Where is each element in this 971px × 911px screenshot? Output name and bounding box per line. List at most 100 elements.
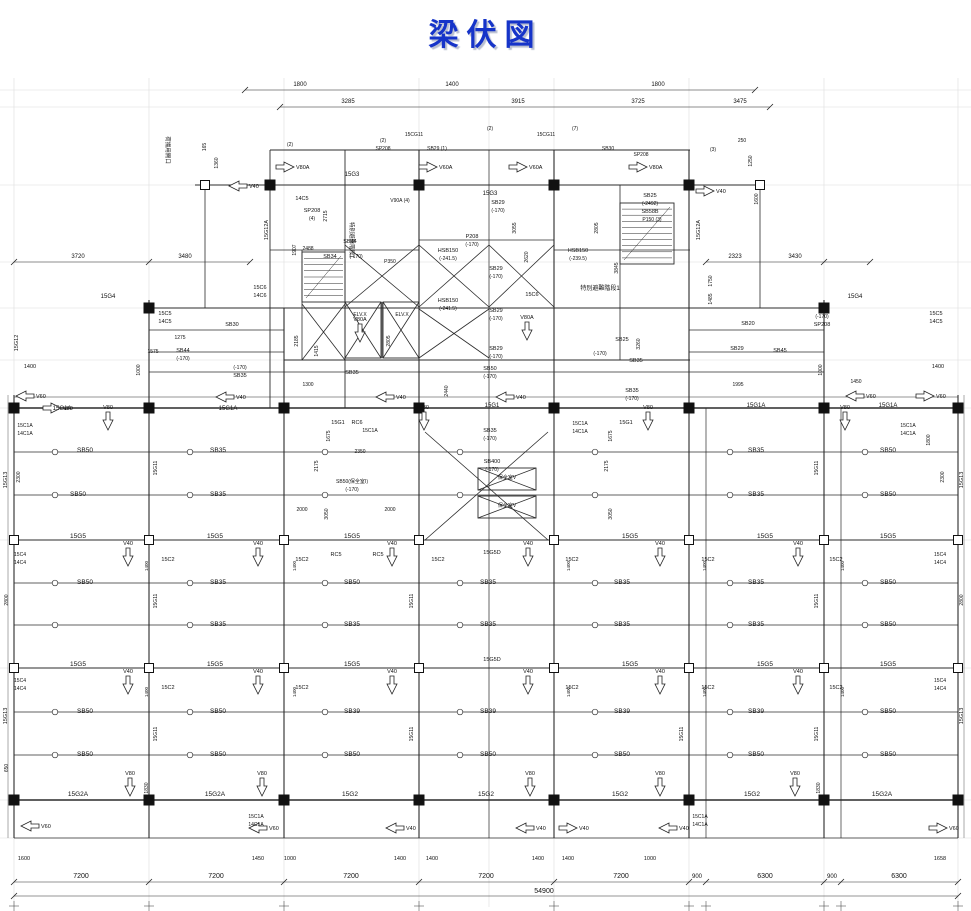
annotation-label: 7200 — [613, 873, 629, 880]
column-marker — [548, 179, 560, 191]
beam-joint-symbol — [51, 621, 59, 629]
annotation-label: 3050 — [608, 508, 614, 519]
annotation-label: 15C1A — [248, 814, 264, 820]
vent-arrow-label: V60 — [41, 824, 51, 830]
annotation-label: 15C1A — [692, 814, 708, 820]
beam-joint-symbol — [726, 621, 734, 629]
vent-arrow-icon — [839, 411, 851, 431]
annotation-label: 1400 — [702, 560, 707, 571]
vent-arrow-icon — [628, 161, 648, 173]
vent-arrow-icon — [122, 547, 134, 567]
annotation-label: SP208 — [304, 208, 321, 214]
annotation-label: 15G5 — [70, 661, 86, 668]
column-marker — [818, 794, 830, 806]
annotation-label: SB50 — [880, 579, 896, 586]
annotation-label: 3050 — [324, 508, 330, 519]
annotation-label: SB29 — [730, 346, 743, 352]
annotation-label: (-170) — [233, 365, 247, 371]
beam-joint-symbol — [186, 751, 194, 759]
annotation-label: 15G1 — [619, 420, 632, 426]
annotation-label: (2) — [487, 126, 493, 132]
annotation-label: SB50 — [880, 708, 896, 715]
annotation-label: 54900 — [534, 888, 554, 895]
annotation-label: 1400 — [24, 364, 36, 370]
annotation-label: 2323 — [728, 254, 742, 260]
annotation-label: SB29 (1) — [427, 146, 447, 152]
vent-arrow-icon — [418, 411, 430, 431]
annotation-label: 15C1A — [362, 428, 378, 434]
column-marker — [413, 794, 425, 806]
maintenance-room-outline — [477, 495, 537, 519]
annotation-label: 15G5 — [344, 661, 360, 668]
annotation-label: 15C1A — [17, 423, 33, 429]
annotation-label: 1575 — [147, 349, 158, 355]
annotation-label: SB34 — [323, 254, 336, 260]
beam-joint-symbol — [51, 448, 59, 456]
annotation-label: ELV.X — [395, 312, 409, 318]
annotation-label: 165 — [202, 143, 208, 152]
annotation-label: 1000 — [136, 364, 142, 375]
beam-joint-symbol — [456, 579, 464, 587]
annotation-label: SB50 — [77, 579, 93, 586]
beam-joint-symbol — [456, 751, 464, 759]
annotation-label: SB44 — [343, 239, 356, 245]
brace-line — [344, 244, 420, 308]
column-marker — [818, 402, 830, 414]
beam-joint-symbol — [456, 708, 464, 716]
beam-joint-symbol — [726, 491, 734, 499]
annotation-label: SB35 — [345, 370, 358, 376]
annotation-label: 1995 — [732, 382, 743, 388]
annotation-label: 3720 — [71, 254, 85, 260]
vent-arrow-label: V40 — [523, 669, 533, 675]
column-marker — [413, 402, 425, 414]
annotation-label: SB30 — [602, 146, 614, 152]
annotation-label: 15G1A — [879, 403, 898, 409]
dimension-tick — [702, 258, 710, 266]
annotation-label: 3285 — [341, 99, 355, 105]
beam-joint-symbol — [861, 708, 869, 716]
annotation-label: SB35 — [748, 621, 764, 628]
annotation-label: 2488 — [302, 246, 313, 252]
column-marker — [278, 402, 290, 414]
annotation-label: SB50 — [483, 366, 496, 372]
dimension-tick — [837, 878, 845, 886]
vent-arrow-icon — [20, 820, 40, 832]
vent-arrow-label: V80A — [649, 165, 663, 171]
annotation-label: SB50 — [614, 751, 630, 758]
vent-arrow-label: V60 — [269, 826, 279, 832]
annotation-label: SB50 — [880, 751, 896, 758]
dimension-tick — [702, 878, 710, 886]
vent-arrow-label: V60A — [529, 165, 543, 171]
annotation-label: 1000 — [284, 856, 296, 862]
annotation-label: SB35 — [625, 388, 638, 394]
column-marker-hollow — [144, 535, 154, 545]
annotation-label: 2805 — [594, 222, 600, 233]
vent-arrow-icon — [695, 185, 715, 197]
annotation-label: 1400 — [292, 686, 297, 697]
annotation-label: 15G2 — [342, 791, 358, 798]
annotation-label: 特別避難階段1 — [348, 222, 356, 258]
annotation-label: 2800 — [959, 594, 965, 605]
vent-arrow-icon — [386, 675, 398, 695]
annotation-label: SB35 — [748, 579, 764, 586]
annotation-label: SB50 — [210, 708, 226, 715]
vent-arrow-icon — [928, 822, 948, 834]
vent-arrow-icon — [418, 161, 438, 173]
annotation-label: RC5 — [372, 552, 383, 558]
annotation-label: 1450 — [850, 379, 861, 385]
annotation-label: 15G11 — [409, 593, 415, 608]
dimension-tick — [954, 878, 962, 886]
beam-joint-symbol — [186, 579, 194, 587]
annotation-label: SB50 — [880, 491, 896, 498]
dimension-tick — [246, 258, 254, 266]
annotation-label: 2440 — [444, 385, 450, 396]
annotation-label: 15G5 — [880, 661, 896, 668]
annotation-label: (3) — [710, 147, 716, 153]
brace-line — [488, 244, 555, 308]
annotation-label: 2715 — [323, 210, 329, 221]
annotation-label: 15G2A — [205, 791, 226, 798]
column-marker-hollow — [549, 663, 559, 673]
annotation-label: 1400 — [566, 560, 571, 571]
annotation-label: SB35 — [210, 579, 226, 586]
vent-arrow-icon — [521, 321, 533, 341]
